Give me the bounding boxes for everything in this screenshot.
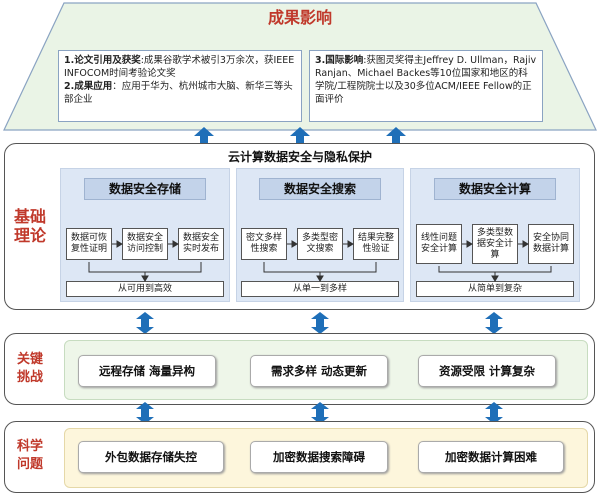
storage-item: 数据安全访问控制 — [122, 228, 168, 260]
double-arrow-icon — [311, 312, 329, 334]
application-label: 2.成果应用 — [64, 81, 113, 92]
double-arrow-icon — [136, 312, 154, 334]
problem-item: 加密数据计算困难 — [418, 441, 564, 473]
panel-compute-head: 数据安全计算 — [434, 178, 556, 200]
double-arrow-icon — [136, 402, 154, 424]
problems-side-label: 科学问题 — [16, 439, 43, 472]
compute-item: 多类型数据安全计算 — [472, 224, 518, 264]
international-text: :获图灵奖得主Jeffrey D. Ullman，Rajiv Ranjan、Mi… — [315, 55, 537, 105]
problem-item: 加密数据搜索障碍 — [250, 441, 388, 473]
foundation-side-label: 基础理论 — [13, 207, 46, 245]
challenge-item: 资源受限 计算复杂 — [418, 355, 556, 387]
challenge-item: 需求多样 动态更新 — [250, 355, 388, 387]
double-arrow-icon — [485, 312, 503, 334]
up-arrow-icon — [290, 127, 310, 143]
international-label: 3.国际影响 — [315, 55, 364, 66]
compute-range: 从简单到复杂 — [416, 281, 574, 297]
double-arrow-icon — [485, 402, 503, 424]
impact-left-box: 1.论文引用及获奖:成果谷歌学术被引3万余次，获IEEE INFOCOM时间考验… — [58, 50, 302, 122]
storage-item: 数据安全实时发布 — [178, 228, 224, 260]
challenges-side-label: 关键挑战 — [16, 352, 43, 385]
application-text: ：应用于华为、杭州城市大脑、新华三等头部企业 — [64, 81, 293, 105]
impact-right-box: 3.国际影响:获图灵奖得主Jeffrey D. Ullman，Rajiv Ran… — [309, 50, 543, 122]
panel-search-head: 数据安全搜索 — [259, 178, 381, 200]
compute-item: 安全协同数据计算 — [528, 224, 574, 264]
citation-text: :成果谷歌学术被引3万余次，获IEEE INFOCOM时间考验论文奖 — [64, 55, 295, 79]
foundation-title: 云计算数据安全与隐私保护 — [227, 150, 372, 164]
double-arrow-icon — [311, 402, 329, 424]
search-item: 结果完整性验证 — [353, 228, 399, 260]
challenge-item: 远程存储 海量异构 — [78, 355, 216, 387]
citation-label: 1.论文引用及获奖 — [64, 55, 141, 66]
search-item: 密文多样性搜索 — [241, 228, 287, 260]
up-arrow-icon — [386, 127, 406, 143]
storage-item: 数据可恢复性证明 — [66, 228, 112, 260]
problem-item: 外包数据存储失控 — [78, 441, 224, 473]
compute-item: 线性问题安全计算 — [416, 224, 462, 264]
panel-storage-head: 数据安全存储 — [84, 178, 206, 200]
up-arrow-icon — [194, 127, 214, 143]
impact-title: 成果影响 — [267, 8, 332, 27]
